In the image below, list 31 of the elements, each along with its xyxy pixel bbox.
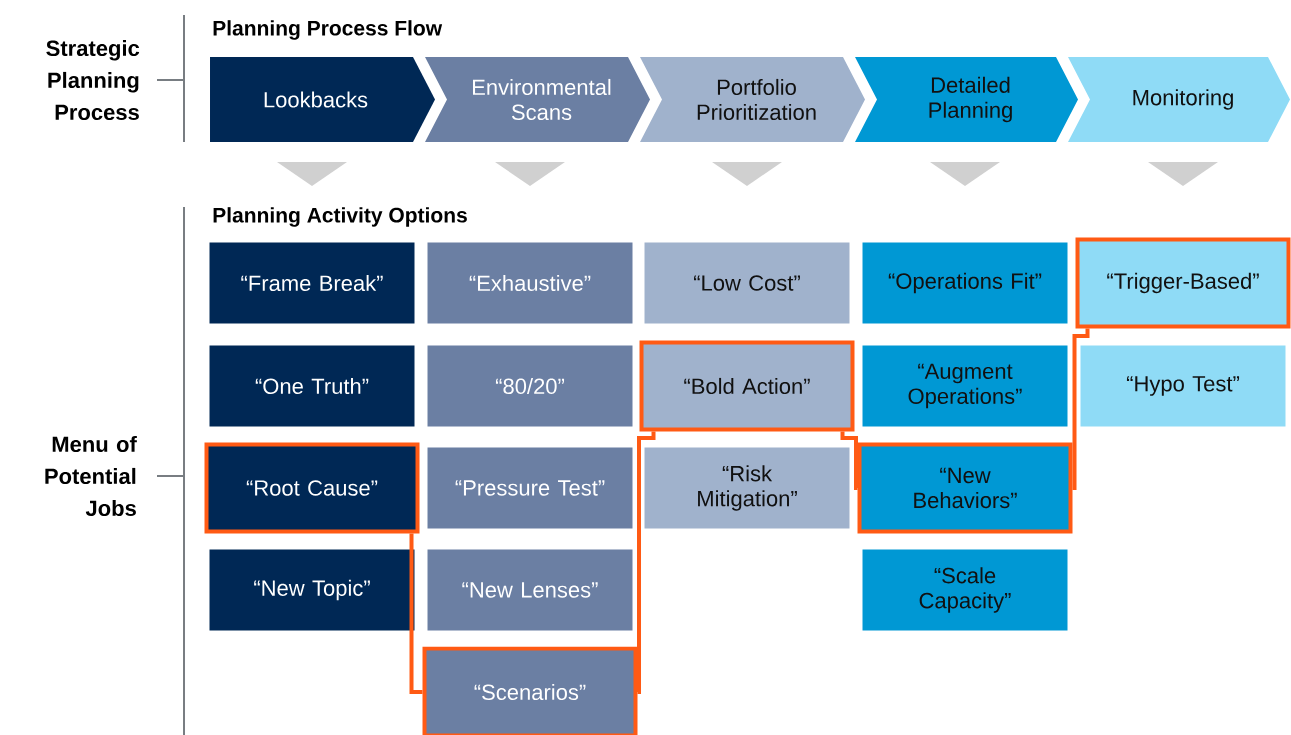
highlighted-box: “Trigger-Based”	[1075, 237, 1291, 329]
chevron-step: Monitoring	[1068, 57, 1290, 142]
option-box: “Risk Mitigation”	[644, 447, 850, 529]
highlighted-box: “Root Cause”	[204, 442, 420, 534]
highlighted-box: “Scenarios”	[422, 646, 638, 735]
option-box: “Scale Capacity”	[862, 549, 1068, 631]
option-box: “Operations Fit”	[862, 242, 1068, 324]
option-box: “Low Cost”	[644, 242, 850, 324]
connector-line	[409, 533, 423, 694]
side-label: Strategic Planning Process	[46, 39, 140, 121]
chevron-step: Environmental Scans	[425, 57, 650, 142]
chevron-step: Portfolio Prioritization	[640, 57, 865, 142]
highlighted-box: “New Behaviors”	[857, 442, 1073, 534]
connector-line	[1071, 328, 1090, 490]
option-box: “Augment Operations”	[862, 345, 1068, 427]
option-box: “Hypo Test”	[1080, 345, 1286, 427]
option-box: “One Truth”	[209, 345, 415, 427]
option-box: “Frame Break”	[209, 242, 415, 324]
option-box: “New Lenses”	[427, 549, 633, 631]
highlighted-box: “Bold Action”	[639, 340, 855, 432]
connector-line	[840, 431, 859, 490]
section-heading: Planning Process Flow	[213, 20, 443, 40]
connector-line	[636, 431, 656, 694]
option-box: “Pressure Test”	[427, 447, 633, 529]
chevron-step: Lookbacks	[210, 57, 435, 142]
side-label: Menu of Potential Jobs	[45, 435, 137, 517]
option-box: “Exhaustive”	[427, 242, 633, 324]
option-box: “80/20”	[427, 345, 633, 427]
section-heading: Planning Activity Options	[213, 207, 467, 227]
chevron-step: Detailed Planning	[855, 57, 1078, 142]
option-box: “New Topic”	[209, 549, 415, 631]
